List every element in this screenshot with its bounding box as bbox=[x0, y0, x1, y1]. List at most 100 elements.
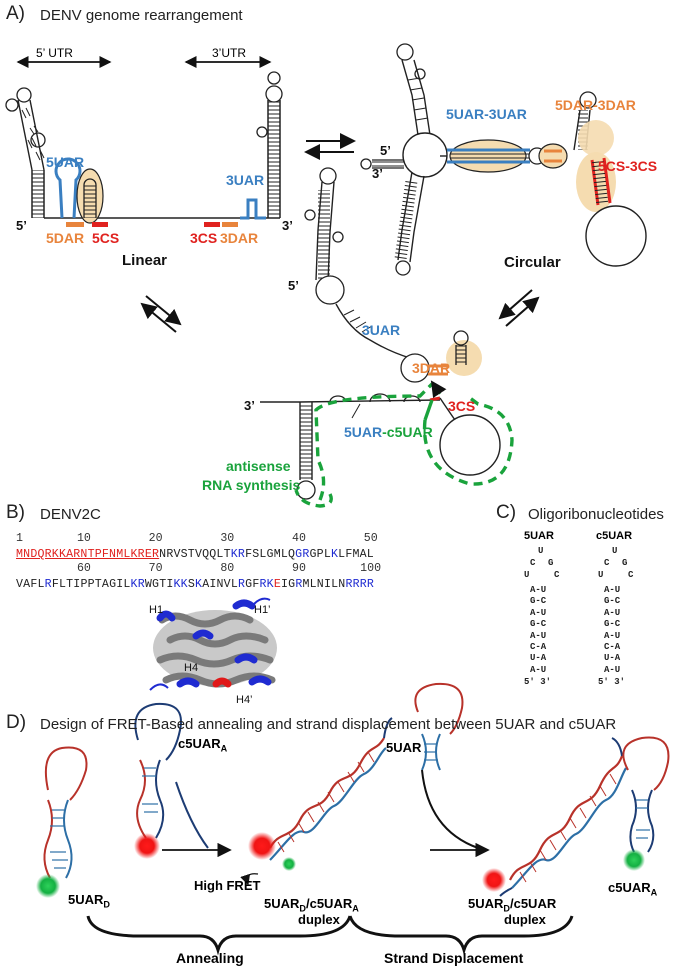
oligo-base: A-U bbox=[604, 664, 621, 675]
seq-segment: KK bbox=[173, 578, 188, 591]
circular-genome-diagram bbox=[360, 43, 647, 276]
duplex-2-label: 5UARD/c5UAR bbox=[468, 896, 556, 914]
oligo-base: 5′ 3′ bbox=[524, 677, 552, 687]
duplex1-sub-d: D bbox=[299, 903, 306, 914]
duplex-1-helix bbox=[240, 717, 393, 886]
duplex2-5uar: 5UAR bbox=[468, 896, 504, 911]
seq-segment: K bbox=[195, 578, 203, 591]
oligo-base: U bbox=[612, 546, 618, 556]
c5uar-a-right-text: c5UAR bbox=[608, 880, 651, 895]
oligo-base: G-C bbox=[604, 619, 621, 630]
oligo-base: A-U bbox=[604, 585, 621, 595]
oligo-base: C-A bbox=[604, 642, 621, 652]
oligo-base: C bbox=[554, 570, 560, 580]
seq-tick-label: 20 bbox=[148, 532, 163, 545]
circular-label: Circular bbox=[504, 254, 561, 271]
oligo-base: U bbox=[598, 570, 604, 580]
panel-d-letter: D) bbox=[6, 712, 27, 733]
oligo-base: G-C bbox=[604, 596, 621, 607]
seq-segment: NRVSTVQQLT bbox=[159, 548, 231, 561]
seq-segment: R bbox=[302, 548, 310, 561]
seq-tick-label: 30 bbox=[220, 532, 235, 545]
seq-tick-label: 80 bbox=[220, 562, 235, 575]
duplex1-5uar: 5UAR bbox=[264, 896, 300, 911]
oligo-base: G-C bbox=[530, 596, 547, 607]
duplex-2-word: duplex bbox=[504, 912, 546, 927]
high-fret-label: High FRET bbox=[194, 878, 261, 893]
fret-annealing-diagram bbox=[36, 682, 670, 956]
oligo-base: U bbox=[524, 570, 530, 580]
linear-5prime: 5’ bbox=[16, 218, 27, 233]
duplex-2-helix bbox=[482, 737, 627, 897]
panel-c-title: Oligoribonucleotides bbox=[528, 506, 664, 523]
c5uar-a-top-text: c5UAR bbox=[178, 736, 221, 751]
seq-segment: E bbox=[273, 578, 281, 591]
seq-segment: RRRR bbox=[345, 578, 375, 591]
sequence-row-1: MNDQRKKARNTPFNMLKRERNRVSTVQQLTKRFSLGMLQG… bbox=[16, 548, 374, 561]
seq-segment: KR bbox=[130, 578, 145, 591]
seq-tick-label: 1 bbox=[16, 532, 23, 545]
oligo-base: C bbox=[628, 570, 634, 580]
seq-segment: AINVL bbox=[202, 578, 238, 591]
antisense-intermediate-diagram bbox=[260, 167, 514, 508]
annealing-label: Annealing bbox=[176, 950, 244, 966]
duplex1-sub-a: A bbox=[352, 903, 359, 914]
linear-3dar-label: 3DAR bbox=[220, 230, 259, 246]
pair-5dar-3dar: 5DAR-3DAR bbox=[555, 97, 636, 113]
mid-3prime: 3’ bbox=[244, 398, 255, 413]
pair-5cs-3cs: 5CS-3CS bbox=[598, 158, 658, 174]
linear-3uar-label: 3UAR bbox=[226, 172, 265, 188]
panel-b-title: DENV2C bbox=[40, 506, 101, 523]
seq-segment: IG bbox=[280, 578, 296, 591]
oligo-base: C-A bbox=[530, 642, 547, 652]
mid-3dar-label: 3DAR bbox=[412, 360, 451, 376]
panel-a-title: DENV genome rearrangement bbox=[40, 7, 243, 24]
seq-segment: MNDQRKKARNTPFNMLKRER bbox=[16, 548, 160, 561]
seq-segment: GPL bbox=[309, 548, 331, 561]
linear-label: Linear bbox=[122, 252, 168, 269]
mid-5uar-c5uar-label: 5UAR-c5UAR bbox=[344, 424, 433, 440]
seq-segment: RK bbox=[259, 578, 274, 591]
seq-tick-label: 70 bbox=[148, 562, 163, 575]
c5uar-a-right-sub: A bbox=[650, 887, 658, 898]
panel-a-letter: A) bbox=[6, 3, 25, 24]
seq-segment: FLTIPPTAGIL bbox=[51, 578, 131, 591]
5uar-d-text: 5UAR bbox=[68, 892, 104, 907]
linear-3cs-label: 3CS bbox=[190, 230, 218, 246]
oligo-base: A-U bbox=[530, 630, 547, 641]
seq-tick-label: 100 bbox=[360, 562, 382, 575]
oligo-5uar-name: 5UAR bbox=[524, 530, 554, 542]
helix-h4-label: H4 bbox=[184, 662, 199, 674]
seq-segment: R bbox=[295, 578, 303, 591]
helix-h1p-label: H1’ bbox=[254, 604, 271, 616]
mid-5prime: 5’ bbox=[288, 278, 299, 293]
utr5-label: 5’ UTR bbox=[36, 46, 73, 60]
antisense-label-2: RNA synthesis bbox=[202, 477, 301, 493]
seq-segment: LFMAL bbox=[338, 548, 374, 561]
duplex1-c5uar: /c5UAR bbox=[305, 896, 353, 911]
oligo-base: G-C bbox=[530, 619, 547, 630]
seq-tick-label: 40 bbox=[292, 532, 306, 545]
oligo-base: C bbox=[604, 558, 610, 568]
seq-segment: KR bbox=[230, 548, 246, 561]
helix-h1-label: H1 bbox=[149, 604, 164, 616]
5uar-d-label: 5UARD bbox=[68, 892, 110, 910]
strand-displacement-label: Strand Displacement bbox=[384, 950, 524, 966]
seq-tick-label: 50 bbox=[363, 532, 378, 545]
seq-segment: R bbox=[44, 578, 52, 591]
linear-3prime: 3’ bbox=[282, 218, 293, 233]
linear-5cs-label: 5CS bbox=[92, 230, 120, 246]
seq-segment: G bbox=[295, 548, 303, 561]
seq-segment: VAFL bbox=[16, 578, 45, 591]
oligo-base: G bbox=[548, 558, 554, 568]
seq-segment: MLNILN bbox=[302, 578, 346, 591]
helix-h4p-label: H4’ bbox=[236, 694, 253, 706]
linear-5dar-label: 5DAR bbox=[46, 230, 85, 246]
seq-segment: S bbox=[187, 578, 196, 591]
oligo-base: G bbox=[622, 558, 628, 568]
circular-5prime: 5’ bbox=[380, 143, 391, 158]
oligo-base: U-A bbox=[604, 653, 621, 664]
pair-5uar-3uar: 5UAR-3UAR bbox=[446, 106, 527, 122]
c5uar-a-right-label: c5UARA bbox=[608, 880, 657, 898]
